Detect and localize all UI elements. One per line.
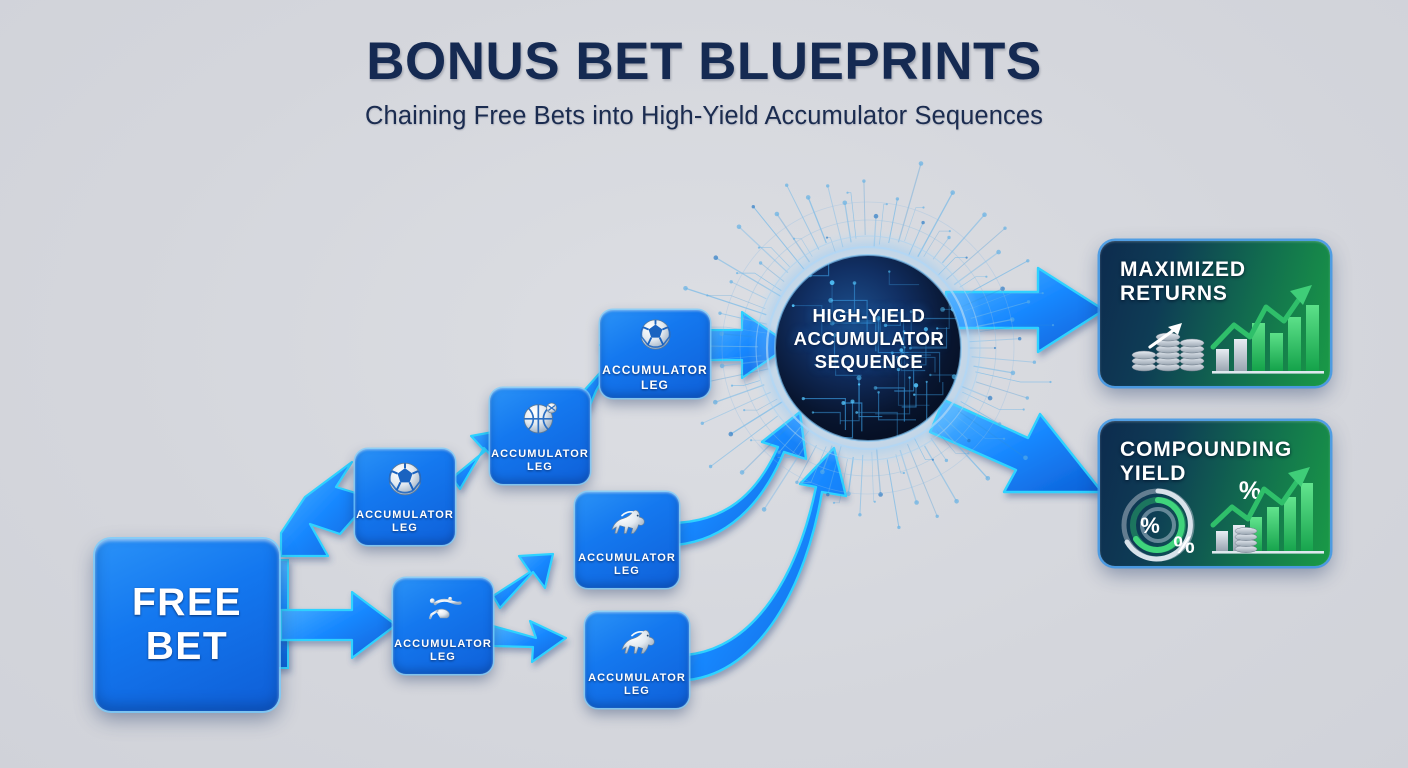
accumulator-leg-node[interactable]: ACCUMULATOR LEG — [575, 492, 679, 588]
bar-chart-icon — [1212, 305, 1324, 374]
accumulator-leg-node[interactable]: ACCUMULATOR LEG — [393, 578, 493, 674]
maximized-returns-title: MAXIMIZED RETURNS — [1120, 258, 1246, 306]
arrow-leg4-leg5 — [491, 552, 555, 610]
maximized-returns-graphic — [1131, 285, 1324, 374]
percent-symbol-icon: % % % — [1140, 477, 1261, 559]
svg-text:%: % — [1173, 532, 1194, 559]
accumulator-leg-label: ACCUMULATOR LEG — [578, 552, 676, 577]
accumulator-leg-label: ACCUMULATOR LEG — [602, 363, 708, 392]
horse-icon — [607, 502, 647, 547]
accumulator-leg-label: ACCUMULATOR LEG — [588, 672, 686, 697]
arrow-leg4-leg6 — [491, 619, 568, 664]
coin-stacks-icon — [1131, 332, 1205, 372]
header: BONUS BET BLUEPRINTS Chaining Free Bets … — [0, 32, 1408, 131]
free-bet-label: FREE BET — [131, 581, 242, 668]
accumulator-leg-label: ACCUMULATOR LEG — [491, 448, 589, 473]
compounding-yield-card[interactable]: % % % COMPOU — [1100, 421, 1330, 566]
page-title: BONUS BET BLUEPRINTS — [366, 32, 1042, 91]
trend-arrow-icon — [1210, 467, 1310, 528]
svg-text:%: % — [1140, 513, 1160, 538]
accumulator-leg-node[interactable]: ACCUMULATOR LEG — [600, 310, 710, 398]
basketball-icon — [520, 398, 560, 443]
trend-line-icon — [1210, 285, 1312, 350]
svg-text:%: % — [1239, 477, 1261, 505]
accumulator-leg-label: ACCUMULATOR LEG — [394, 638, 492, 663]
up-arrow-icon — [1148, 323, 1182, 349]
page-subtitle: Chaining Free Bets into High-Yield Accum… — [365, 102, 1043, 131]
arrow-to-leg-4 — [279, 590, 398, 660]
percent-ring-icon — [1121, 488, 1195, 562]
soccer-ball-icon — [637, 316, 674, 358]
maximized-returns-card[interactable]: MAXIMIZED RETURNS — [1100, 241, 1330, 386]
hub-circuitry — [775, 255, 961, 441]
horse-icon — [617, 622, 657, 667]
accumulator-leg-node[interactable]: ACCUMULATOR LEG — [585, 612, 689, 708]
hub-rim — [774, 254, 962, 442]
athletics-icon — [423, 588, 463, 633]
bar-chart-icon — [1212, 483, 1324, 554]
accumulator-leg-node[interactable]: ACCUMULATOR LEG — [490, 388, 590, 484]
compounding-yield-title: COMPOUNDING YIELD — [1120, 438, 1293, 486]
soccer-ball-icon — [385, 459, 425, 504]
arrow-to-leg-1 — [279, 460, 374, 558]
accumulator-leg-label: ACCUMULATOR LEG — [356, 509, 454, 534]
compounding-yield-graphic: % % % — [1121, 467, 1324, 562]
free-bet-node[interactable]: FREE BET — [95, 539, 279, 711]
accumulator-leg-node[interactable]: ACCUMULATOR LEG — [355, 449, 455, 545]
